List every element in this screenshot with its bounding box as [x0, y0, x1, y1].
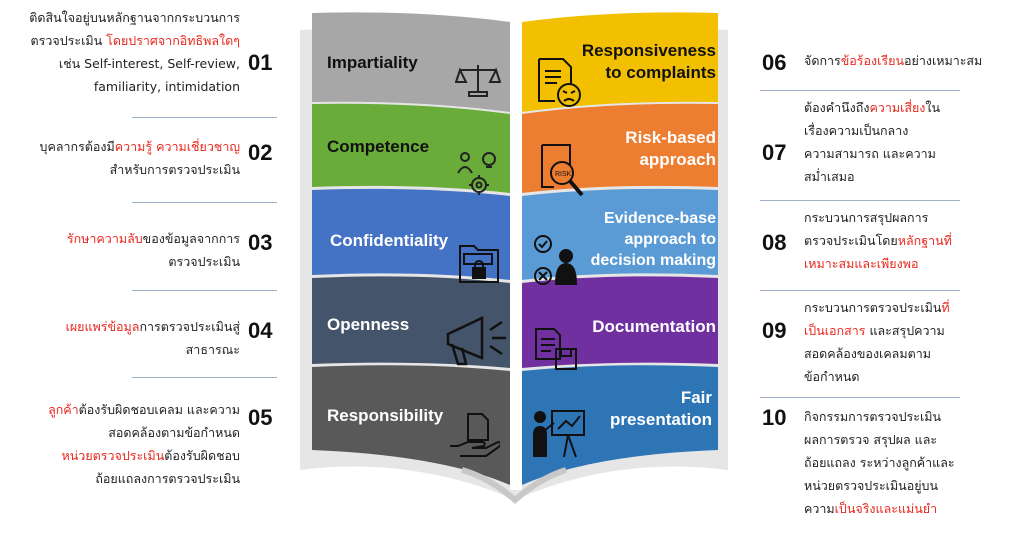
desc-07-line1: ต้องคำนึงถึงความเสี่ยงใน — [804, 100, 941, 115]
title-openness: Openness — [327, 315, 410, 334]
desc-09-line3: สอดคล้องของเคลมตาม — [804, 346, 931, 361]
title-responsibility: Responsibility — [327, 406, 444, 425]
book-bottom-edge — [461, 467, 567, 504]
presenter-board-icon — [533, 410, 585, 458]
title-risk-line2: approach — [639, 150, 716, 169]
desc-02-line1: บุคลากรต้องมีความรู้ ความเชี่ยวชาญ — [39, 139, 240, 154]
title-documentation-line1: Documentation — [592, 317, 716, 336]
title-responsiveness-line1: Responsiveness — [581, 41, 716, 60]
desc-08-line1: กระบวนการสรุปผลการ — [804, 210, 929, 225]
desc-10-line2: ผลการตรวจ สรุปผล และ — [804, 432, 938, 447]
desc-01-line1: ติดสินใจอยู่บนหลักฐานจากกระบวนการ — [29, 10, 240, 25]
title-responsiveness: Responsiveness to complaints — [560, 40, 716, 84]
desc-04-line1: เผยแพร่ข้อมูลการตรวจประเมินสู่ — [65, 319, 240, 334]
locked-folder-icon — [459, 245, 499, 283]
page-fair — [522, 365, 718, 485]
title-evidence-based: Evidence-base approach to decision makin… — [560, 208, 716, 271]
divider-left-1 — [132, 117, 277, 118]
desc-09-line1: กระบวนการตรวจประเมินที่ — [804, 300, 950, 315]
desc-05-line2: สอดคล้องตามข้อกำหนด — [108, 425, 240, 440]
desc-07-line2: เรื่องความเป็นกลาง — [804, 123, 909, 138]
number-10: 10 — [762, 405, 787, 430]
page-impartiality — [312, 12, 510, 112]
number-03: 03 — [248, 230, 273, 255]
desc-03: รักษาความลับของข้อมูลจากการ ตรวจประเมิน — [8, 227, 240, 273]
title-risk-line1: Risk-based — [625, 128, 716, 147]
desc-05-line3: หน่วยตรวจประเมินต้องรับผิดชอบ — [61, 448, 240, 463]
number-04: 04 — [248, 318, 273, 343]
number-02: 02 — [248, 140, 273, 165]
title-evidence-line1: Evidence-base — [603, 210, 716, 227]
number-05: 05 — [248, 405, 273, 430]
title-documentation: Documentation — [560, 316, 716, 338]
desc-08: กระบวนการสรุปผลการ ตรวจประเมินโดยหลักฐาน… — [804, 206, 1004, 275]
title-evidence-line3: decision making — [590, 252, 716, 269]
desc-06: จัดการข้อร้องเรียนอย่างเหมาะสม — [804, 49, 1022, 72]
desc-04: เผยแพร่ข้อมูลการตรวจประเมินสู่ สาธารณะ — [8, 315, 240, 361]
desc-08-line2: ตรวจประเมินโดยหลักฐานที่ — [804, 233, 952, 248]
desc-01-line2: ตรวจประเมิน โดยปราศจากอิทธิพลใดๆ — [30, 33, 240, 48]
desc-09-line4: ข้อกำหนด — [804, 369, 860, 384]
documents-disk-icon — [535, 328, 577, 370]
hand-document-icon — [450, 413, 500, 457]
angry-document-icon — [538, 58, 581, 107]
divider-right-2 — [760, 200, 960, 201]
title-impartiality: Impartiality — [327, 53, 418, 72]
megaphone-icon — [446, 316, 506, 366]
desc-09-line2: เป็นเอกสาร และสรุปความ — [804, 323, 945, 338]
title-responsiveness-line2: to complaints — [605, 63, 716, 82]
desc-02-line2: สำหรับการตรวจประเมิน — [109, 162, 240, 177]
divider-right-1 — [760, 90, 960, 91]
number-08: 08 — [762, 230, 787, 255]
desc-03-line1: รักษาความลับของข้อมูลจากการ — [66, 231, 240, 246]
svg-text:RISK: RISK — [555, 171, 572, 178]
desc-06-line1: จัดการข้อร้องเรียนอย่างเหมาะสม — [804, 53, 983, 68]
title-fair-presentation: Fair presentation — [560, 387, 712, 431]
divider-left-2 — [132, 202, 277, 203]
title-confidentiality: Confidentiality — [330, 231, 449, 250]
desc-10-line3: ถ้อยแถลง ระหว่างลูกค้าและ — [804, 455, 955, 470]
risk-magnifier-icon: RISK — [541, 144, 584, 197]
title-fair-line1: Fair — [680, 388, 712, 407]
desc-01-line3: เช่น Self-interest, Self-review, — [58, 56, 240, 71]
desc-05-line4: ถ้อยแถลงการตรวจประเมิน — [95, 471, 240, 486]
title-evidence-line2: approach to — [624, 231, 716, 248]
desc-03-line2: ตรวจประเมิน — [168, 254, 240, 269]
desc-07-line4: สม่ำเสมอ — [804, 169, 855, 184]
divider-left-3 — [132, 290, 277, 291]
decision-person-icon — [534, 235, 578, 285]
desc-01-line4: familiarity, intimidation — [93, 79, 240, 94]
number-01: 01 — [248, 50, 273, 75]
people-gears-icon — [457, 152, 496, 195]
page-openness — [312, 276, 510, 368]
desc-07: ต้องคำนึงถึงความเสี่ยงใน เรื่องความเป็นก… — [804, 96, 1004, 188]
number-09: 09 — [762, 318, 787, 343]
divider-left-4 — [132, 377, 277, 378]
desc-07-line3: ความสามารถ และความ — [804, 146, 936, 161]
title-fair-line2: presentation — [609, 410, 712, 429]
title-risk-based: Risk-based approach — [560, 127, 716, 171]
desc-10-line4: หน่วยตรวจประเมินอยู่บน — [804, 478, 939, 493]
desc-05-line1: ลูกค้าต้องรับผิดชอบเคลม และความ — [48, 402, 240, 417]
page-documentation — [522, 276, 718, 368]
divider-right-4 — [760, 397, 960, 398]
desc-09: กระบวนการตรวจประเมินที่ เป็นเอกสาร และสร… — [804, 296, 1004, 388]
scale-icon — [455, 65, 501, 97]
page-responsiveness — [522, 12, 718, 112]
desc-10: กิจกรรมการตรวจประเมิน ผลการตรวจ สรุปผล แ… — [804, 405, 1004, 520]
desc-01: ติดสินใจอยู่บนหลักฐานจากกระบวนการ ตรวจปร… — [8, 6, 240, 98]
number-07: 07 — [762, 140, 787, 165]
desc-02: บุคลากรต้องมีความรู้ ความเชี่ยวชาญ สำหรั… — [8, 135, 240, 181]
desc-08-line3: เหมาะสมและเพียงพอ — [804, 256, 919, 271]
desc-05: ลูกค้าต้องรับผิดชอบเคลม และความ สอดคล้อง… — [8, 398, 240, 490]
title-competence: Competence — [327, 137, 430, 156]
number-06: 06 — [762, 50, 787, 75]
desc-10-line1: กิจกรรมการตรวจประเมิน — [804, 409, 942, 424]
divider-right-3 — [760, 290, 960, 291]
desc-04-line2: สาธารณะ — [185, 342, 240, 357]
desc-10-line5: ความเป็นจริงและแม่นยำ — [804, 501, 938, 516]
